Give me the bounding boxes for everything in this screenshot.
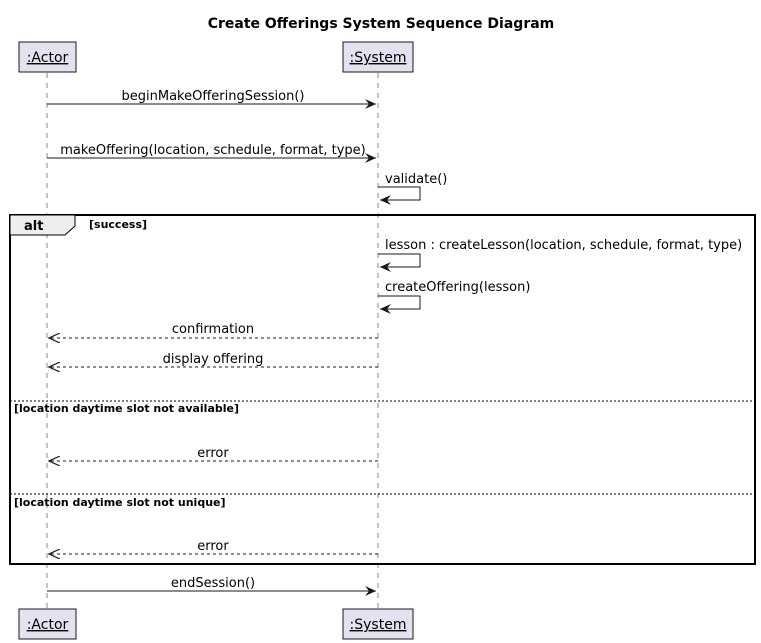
message-label: beginMakeOfferingSession() <box>122 89 305 104</box>
message-label: error <box>197 539 229 554</box>
alt-fragment: alt [success] [location daytime slot not… <box>9 214 756 565</box>
participant-actor-bottom[interactable]: :Actor <box>18 608 77 640</box>
participant-actor-label: :Actor <box>27 50 69 66</box>
participant-actor-label-bottom: :Actor <box>27 617 69 633</box>
diagram-title: Create Offerings System Sequence Diagram <box>208 16 555 32</box>
participant-system-label: :System <box>350 50 407 66</box>
message-error-not-available: error <box>49 446 378 461</box>
participant-system-top[interactable]: :System <box>342 41 414 73</box>
message-confirmation: confirmation <box>49 322 378 338</box>
participant-system-bottom[interactable]: :System <box>342 608 414 640</box>
message-label: makeOffering(location, schedule, format,… <box>60 143 366 158</box>
message-label: error <box>197 446 229 461</box>
message-end-session: endSession() <box>47 576 376 596</box>
alt-guard-success: [success] <box>89 218 147 231</box>
message-label: createOffering(lesson) <box>385 280 530 295</box>
message-begin-session: beginMakeOfferingSession() <box>47 89 376 109</box>
message-label: validate() <box>385 172 447 187</box>
message-display-offering: display offering <box>49 352 378 367</box>
alt-operator: alt <box>24 219 43 234</box>
message-label: endSession() <box>171 576 255 591</box>
message-label: confirmation <box>172 322 254 337</box>
message-create-lesson: lesson : createLesson(location, schedule… <box>378 238 742 272</box>
message-error-not-unique: error <box>49 539 378 554</box>
alt-guard-not-available: [location daytime slot not available] <box>14 402 239 415</box>
message-make-offering: makeOffering(location, schedule, format,… <box>47 143 376 163</box>
message-create-offering: createOffering(lesson) <box>378 280 530 314</box>
participant-actor-top[interactable]: :Actor <box>18 41 77 73</box>
message-validate: validate() <box>378 172 447 205</box>
alt-guard-not-unique: [location daytime slot not unique] <box>14 496 226 509</box>
message-label: lesson : createLesson(location, schedule… <box>385 238 742 253</box>
participant-system-label-bottom: :System <box>350 617 407 633</box>
message-label: display offering <box>163 352 264 367</box>
